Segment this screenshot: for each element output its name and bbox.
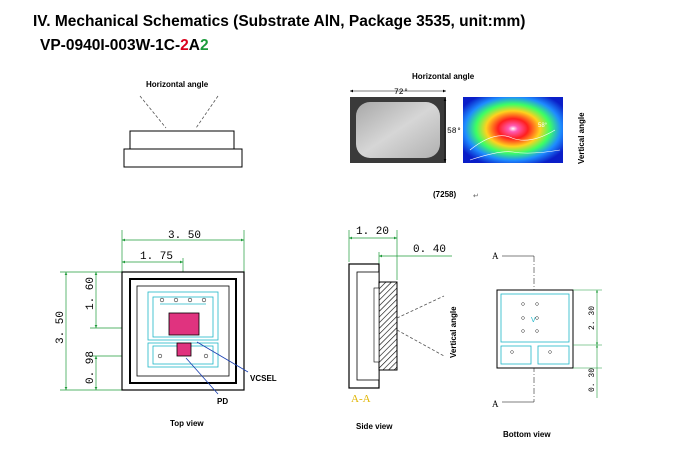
top-view-caption: Top view — [170, 419, 204, 428]
side-vertical-angle: Vertical angle — [449, 306, 458, 358]
beam-edge-left — [139, 95, 167, 129]
dim-height: 3. 50 — [55, 311, 67, 344]
bottom-pads — [500, 293, 570, 365]
dim-pad: 2. 30 — [588, 306, 597, 330]
heatmap-angle-value: 58° — [538, 123, 548, 129]
dim-thickness: 1. 20 — [356, 226, 389, 238]
polarity-mark: V — [531, 317, 536, 324]
return-glyph: ↵ — [473, 193, 479, 200]
part-number-green-digit: 2 — [199, 37, 209, 54]
horizontal-angle-label-left: Horizontal angle — [146, 80, 209, 89]
part-number-mid: A — [188, 37, 200, 54]
beam-code: (7258) — [433, 190, 456, 199]
heatmap-contour-2 — [469, 149, 561, 161]
side-chip — [373, 287, 380, 363]
beam-edge-right — [195, 95, 219, 129]
bottom-vias — [510, 302, 552, 354]
beam-image-spot — [356, 102, 440, 158]
vcsel-label: VCSEL — [250, 374, 277, 383]
heatmap-contour — [469, 129, 556, 151]
part-number: VP-0940I-003W-1C-2A2 — [40, 37, 209, 55]
section-label: A-A — [351, 393, 371, 405]
vertical-angle-label-right: Vertical angle — [577, 112, 586, 164]
pd-leader — [185, 357, 219, 395]
section-marker-bottom: A — [492, 399, 499, 409]
vcsel-leader — [196, 341, 249, 373]
dim-gap: 0. 30 — [588, 368, 597, 392]
part-number-prefix: VP-0940I-003W-1C- — [40, 37, 181, 54]
side-lens-hatched — [378, 281, 398, 371]
bond-pads — [157, 297, 209, 359]
dim-width: 3. 50 — [168, 230, 201, 242]
v-beam-top — [396, 295, 445, 319]
dim-half: 1. 75 — [140, 251, 173, 263]
top-view: 3. 50 1. 75 3. 50 1. 60 0. 98 — [55, 230, 277, 428]
section-title-text: IV. Mechanical Schematics (Substrate AlN… — [33, 13, 526, 30]
part-number-red-digit: 2 — [180, 37, 189, 54]
far-field-images: Horizontal angle 72° 58° 58° Vertical an… — [350, 72, 586, 200]
bottom-view: A A V — [492, 251, 602, 439]
package-lens-body — [129, 130, 235, 150]
section-marker-top: A — [492, 251, 499, 261]
vcsel-chip — [168, 312, 200, 336]
v-angle-value: 58° — [447, 127, 461, 136]
heatmap-image — [463, 97, 563, 163]
section-title: IV. Mechanical Schematics (Substrate AlN… — [33, 13, 525, 31]
pd-label: PD — [217, 397, 228, 406]
v-beam-bottom — [396, 329, 445, 357]
pd-chip — [176, 342, 192, 357]
horizontal-angle-sketch: Horizontal angle — [123, 80, 243, 168]
bottom-view-caption: Bottom view — [503, 430, 551, 439]
horizontal-angle-label-right: Horizontal angle — [412, 72, 475, 81]
side-view: 1. 20 0. 40 Vertical angle A-A Side view — [348, 226, 458, 431]
h-angle-value: 72° — [394, 88, 408, 97]
package-substrate — [123, 148, 243, 168]
dim-lens: 0. 40 — [413, 244, 446, 256]
dim-lower: 0. 98 — [85, 351, 97, 384]
dim-upper: 1. 60 — [85, 277, 97, 310]
side-view-caption: Side view — [356, 422, 393, 431]
bottom-outline — [496, 289, 574, 369]
